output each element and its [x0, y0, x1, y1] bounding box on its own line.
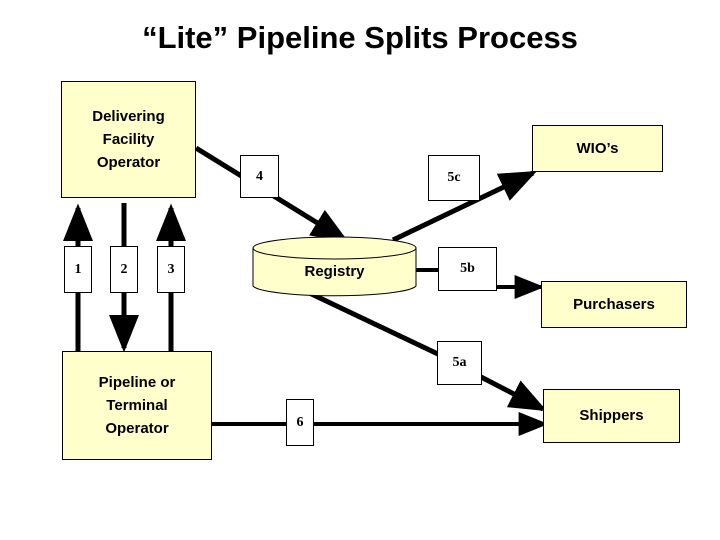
step-box-6[interactable]: 6	[286, 399, 314, 446]
actor-label: Shippers	[579, 407, 644, 425]
step-label: 5b	[460, 261, 475, 276]
step-label: 3	[167, 261, 175, 277]
actor-label-line1: Pipeline or	[98, 373, 176, 391]
step-box-1[interactable]: 1	[64, 246, 92, 293]
actor-shippers[interactable]: Shippers	[543, 389, 680, 443]
registry-datastore[interactable]: Registry	[252, 236, 417, 298]
step-box-3[interactable]: 3	[157, 246, 185, 293]
step-box-4[interactable]: 4	[240, 155, 279, 198]
step-box-5a[interactable]: 5a	[437, 341, 482, 385]
step-label: 5a	[452, 355, 467, 370]
actor-wios[interactable]: WIO’s	[532, 125, 663, 172]
step-label: 4	[256, 168, 263, 184]
actor-label-line2: Terminal	[106, 396, 168, 414]
step-box-2[interactable]: 2	[110, 246, 138, 293]
step-label: 2	[120, 261, 128, 277]
step-box-5c[interactable]: 5c	[428, 155, 480, 201]
cylinder-shape	[252, 236, 417, 297]
step-box-5b[interactable]: 5b	[438, 247, 497, 291]
connector-5a-out	[479, 374, 547, 412]
actor-label: WIO’s	[576, 139, 619, 157]
page-title: “Lite” Pipeline Splits Process	[142, 20, 578, 55]
actor-label: Purchasers	[573, 295, 655, 313]
step-label: 6	[296, 414, 304, 430]
connector-5a-in	[301, 287, 442, 358]
actor-label-line2: Facility	[102, 130, 155, 148]
registry-label: Registry	[304, 262, 365, 280]
actor-delivering-facility-operator[interactable]: Delivering Facility Operator	[61, 81, 196, 198]
step-label: 1	[74, 261, 82, 277]
actor-label-line3: Operator	[96, 154, 161, 172]
actor-pipeline-or-terminal-operator[interactable]: Pipeline or Terminal Operator	[62, 351, 212, 460]
actor-purchasers[interactable]: Purchasers	[541, 281, 687, 328]
step-label: 5c	[447, 170, 461, 185]
actor-label-line1: Delivering	[92, 107, 165, 125]
actor-label-line3: Operator	[105, 420, 169, 438]
